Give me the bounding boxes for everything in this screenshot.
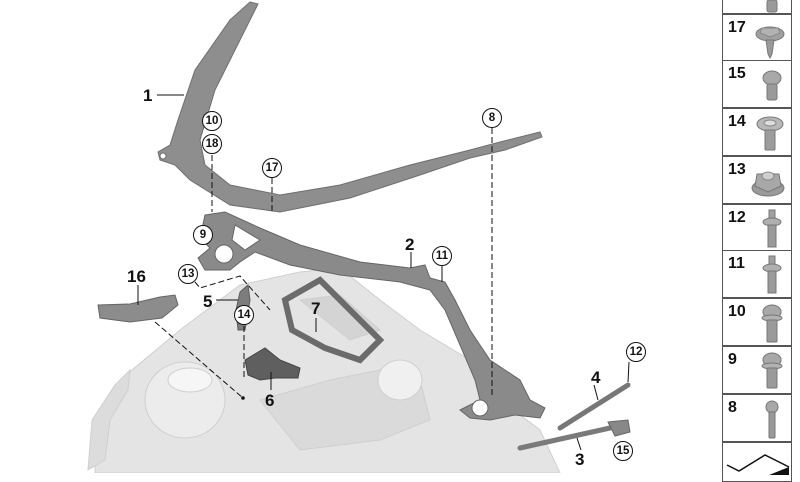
fastener-number: 12 (728, 209, 746, 226)
fastener-cell-10[interactable]: 10 (722, 298, 792, 346)
callout-circle-17[interactable]: 17 (262, 158, 282, 178)
fastener-number: 13 (728, 161, 746, 178)
callout-part-3[interactable]: 3 (575, 450, 585, 469)
part-4-rod (557, 382, 631, 431)
callout-circle-13[interactable]: 13 (178, 264, 198, 284)
fastener-number: 10 (728, 303, 746, 320)
parts-diagram-canvas: 1 2 3 4 5 6 7 16 8 9 10 11 12 13 14 15 1… (87, 1, 646, 474)
fastener-cell-15[interactable]: 15 (722, 60, 792, 108)
fastener-number: 8 (728, 399, 737, 416)
fastener-cell-12[interactable]: 12 (722, 204, 792, 252)
part-3-rod (517, 425, 613, 451)
fastener-cell-8[interactable]: 8 (722, 394, 792, 442)
diagram-illustration (87, 1, 631, 474)
callout-part-1[interactable]: 1 (143, 86, 153, 105)
fastener-number: 14 (728, 113, 746, 130)
callout-part-6[interactable]: 6 (265, 391, 275, 410)
callout-circle-15[interactable]: 15 (613, 441, 633, 461)
part-3-end-bracket (607, 419, 631, 437)
part-7-frame-bracket (281, 276, 385, 364)
part-16-trim (97, 294, 179, 323)
fastener-number: 15 (728, 65, 746, 82)
fasteners-panel: 17 15 14 13 12 (722, 0, 792, 482)
body-shell (87, 267, 561, 474)
callout-circle-18[interactable]: 18 (202, 134, 222, 154)
part-6-holder (244, 347, 301, 381)
fastener-cell-13[interactable]: 13 (722, 156, 792, 204)
next-page-button[interactable] (722, 442, 792, 482)
callout-circle-14[interactable]: 14 (234, 305, 254, 325)
hex-flange-screw-icon (755, 26, 785, 60)
stud-bolt-icon (762, 255, 782, 294)
torx-flange-bolt-icon (761, 352, 783, 389)
fastener-cell-17[interactable]: 17 (722, 14, 792, 62)
callout-part-16[interactable]: 16 (127, 267, 146, 286)
part-2-brace-frame (197, 211, 546, 421)
callout-circle-12[interactable]: 12 (626, 342, 646, 362)
torx-bolt-icon (762, 70, 782, 101)
fastener-cell-partial[interactable] (722, 0, 792, 14)
long-bolt-icon (765, 400, 779, 439)
callout-part-7[interactable]: 7 (311, 299, 321, 318)
stud-bolt-icon (762, 209, 782, 248)
part-1-strut-brace (157, 1, 543, 213)
fastener-number: 11 (728, 255, 745, 272)
fastener-number: 17 (728, 19, 746, 36)
bolt-partial-icon (766, 0, 778, 13)
callout-part-2[interactable]: 2 (405, 235, 415, 254)
fastener-cell-11[interactable]: 11 (722, 250, 792, 298)
next-page-arrow-icon (726, 454, 790, 475)
fastener-number: 9 (728, 351, 737, 368)
torx-flange-bolt-icon (761, 304, 783, 343)
callout-part-4[interactable]: 4 (591, 368, 601, 387)
fastener-cell-9[interactable]: 9 (722, 346, 792, 394)
callout-circle-8[interactable]: 8 (482, 108, 502, 128)
callout-circle-10[interactable]: 10 (202, 111, 222, 131)
fastener-cell-14[interactable]: 14 (722, 108, 792, 156)
callout-part-5[interactable]: 5 (203, 292, 213, 311)
washer-head-torx-screw-icon (756, 116, 784, 151)
callout-circle-9[interactable]: 9 (193, 225, 213, 245)
hex-flange-nut-icon (751, 171, 785, 197)
callout-circle-11[interactable]: 11 (432, 246, 452, 266)
